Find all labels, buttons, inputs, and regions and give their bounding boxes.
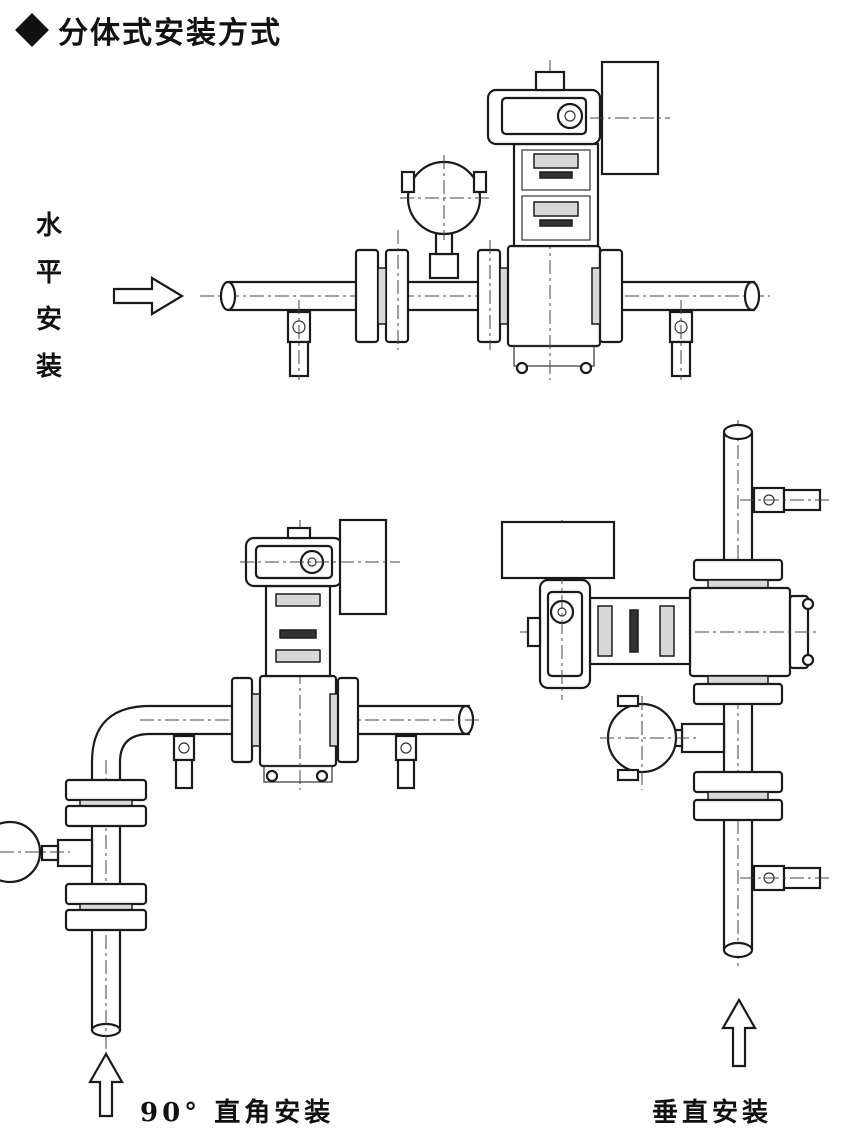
- vertical-install-diagram: [500, 420, 830, 1068]
- horizontal-install-label: 水 平 安 装: [36, 205, 62, 383]
- horizontal-install-diagram: [112, 60, 770, 380]
- flow-arrow-icon: [112, 276, 185, 316]
- drain-valve-icon: [172, 734, 196, 790]
- horizontal-label-char: 平: [36, 258, 63, 288]
- page-title: 分体式安装方式: [14, 8, 282, 52]
- flow-arrow-icon: [88, 1051, 124, 1118]
- vertical-install-label: 垂直安装: [652, 1098, 773, 1128]
- page-title-text: 分体式安装方式: [58, 16, 282, 51]
- horizontal-label-char: 水: [36, 211, 63, 241]
- horizontal-label-char: 装: [36, 352, 63, 382]
- right-angle-install-diagram: [0, 518, 480, 1118]
- drain-valve-icon: [394, 734, 418, 790]
- horizontal-label-char: 安: [36, 305, 63, 335]
- right-angle-install-label: 90° 直角安装: [140, 1098, 335, 1128]
- flow-arrow-icon: [721, 997, 757, 1068]
